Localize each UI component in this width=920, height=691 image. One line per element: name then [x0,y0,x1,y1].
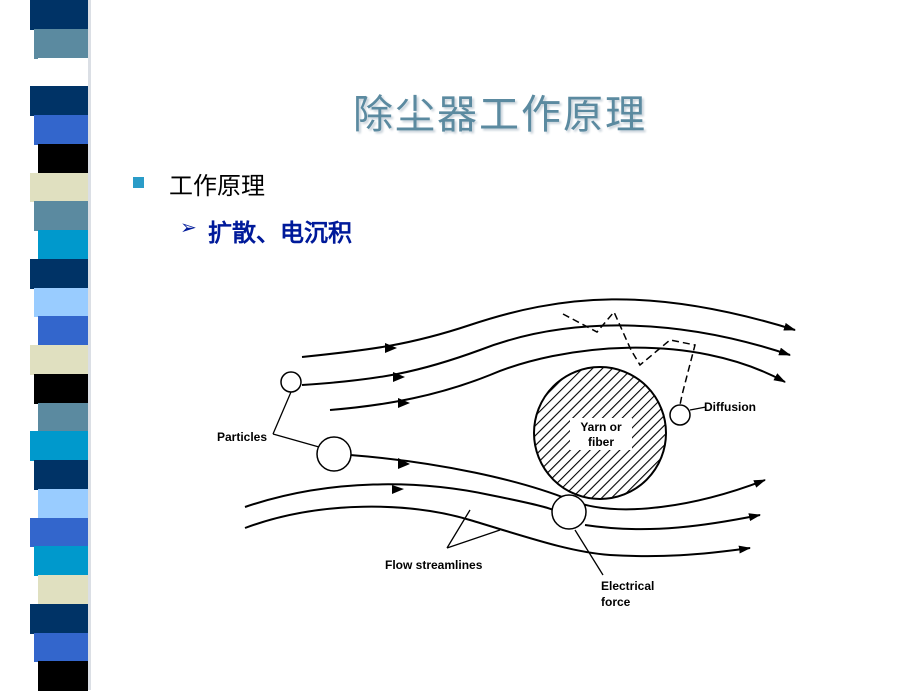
flow-arrow-4 [398,458,410,469]
stripe-band [38,661,88,691]
flow-arrow-5 [392,485,404,494]
streamline-5b [584,513,761,531]
particles-label: Particles [217,430,267,444]
stripe-band [34,460,88,490]
stripe-band [34,201,88,231]
streamline-5 [244,483,561,516]
flow-arrow-1 [385,343,397,353]
particle-large [316,436,352,472]
stripe-band [30,431,88,461]
flow-arrow-3 [398,398,410,408]
stripe-band [30,345,88,375]
stripe-band [38,316,88,346]
stripe-band [34,28,88,59]
fiber-label-line-2: fiber [588,435,614,449]
stripe-band [34,287,88,318]
stripe-band [38,402,88,433]
decorative-stripe [30,0,90,691]
particle-diffusion [669,404,691,426]
bullet-item-2-text: 扩散、电沉积 [208,218,352,247]
bullet-item-1-text: 工作原理 [169,172,265,200]
stripe-band [30,603,88,634]
particle-small [280,371,302,393]
stripe-band [38,143,88,174]
stripe-band [34,632,88,663]
stripe-band [38,57,88,88]
fiber-label-line-1: Yarn or [580,420,622,434]
stripe-band [30,0,88,30]
electrical-leader [574,529,604,576]
flow-streamlines-label: Flow streamlines [385,558,483,572]
square-bullet-icon [133,177,144,188]
streamline-3 [329,346,786,411]
stripe-band [38,230,88,260]
particles-leader [272,391,320,448]
diffusion-path [562,310,696,406]
electrical-force-label-line-1: Electrical [601,579,654,593]
stripe-band [34,115,88,145]
diffusion-leader [689,406,707,411]
slide-title: 除尘器工作原理 [353,92,647,138]
streamline-2 [301,324,791,386]
flow-arrow-2 [393,372,405,382]
arrow-bullet-icon: ➢ [180,215,197,239]
electrical-force-label-line-2: force [601,595,631,609]
diffusion-label: Diffusion [704,400,756,414]
stripe-shadow [88,0,91,690]
stripe-band [34,546,88,576]
particle-electrical [551,494,587,530]
stripe-band [30,86,88,116]
streamline-1 [301,298,796,358]
stripe-band [38,575,88,605]
streamlines-leader [446,509,501,549]
stripe-band [30,172,88,203]
stripe-band [30,258,88,289]
streamline-6 [244,505,751,558]
stripe-band [34,373,88,404]
stripe-band [38,488,88,519]
stripe-band [30,517,88,548]
